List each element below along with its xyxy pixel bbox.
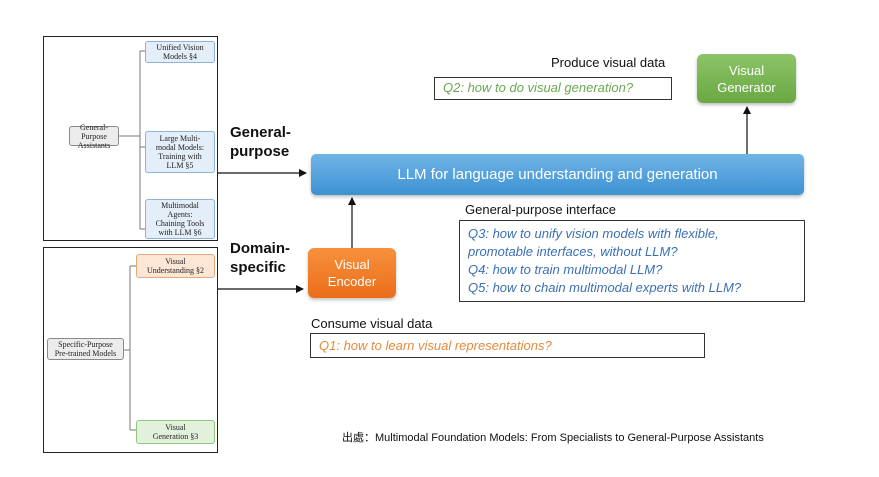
visual-generation-node: Visual Generation §3 bbox=[136, 420, 215, 444]
q1-box: Q1: how to learn visual representations? bbox=[310, 333, 705, 358]
unified-vision-models-node: Unified Vision Models §4 bbox=[145, 41, 215, 63]
q5-line: Q5: how to chain multimodal experts with… bbox=[468, 280, 742, 295]
llm-label: LLM for language understanding and gener… bbox=[397, 166, 718, 183]
q3-line-2: promotable interfaces, without LLM? bbox=[468, 244, 678, 259]
q1-text: Q1: how to learn visual representations? bbox=[319, 338, 552, 353]
llm-box: LLM for language understanding and gener… bbox=[311, 154, 804, 195]
specific-purpose-models-node: Specific-Purpose Pre-trained Models bbox=[47, 338, 124, 360]
specific-tree-connectors bbox=[122, 265, 136, 431]
visual-encoder-box: Visual Encoder bbox=[308, 248, 396, 298]
visual-generator-box: Visual Generator bbox=[697, 54, 796, 103]
consume-visual-data-label: Consume visual data bbox=[311, 316, 433, 331]
interface-questions-box: Q3: how to unify vision models with flex… bbox=[459, 220, 805, 302]
domain-specific-label: Domain- specific bbox=[230, 240, 290, 276]
specific-purpose-tree-panel: Specific-Purpose Pre-trained Models Visu… bbox=[43, 247, 218, 453]
general-purpose-interface-label: General-purpose interface bbox=[465, 202, 617, 217]
q2-text: Q2: how to do visual generation? bbox=[443, 80, 634, 95]
visual-understanding-node: Visual Understanding §2 bbox=[136, 254, 215, 278]
q2-box: Q2: how to do visual generation? bbox=[434, 77, 672, 100]
general-purpose-label: General- purpose bbox=[230, 124, 291, 160]
source-caption: 出處：Multimodal Foundation Models: From Sp… bbox=[342, 432, 764, 444]
q4-line: Q4: how to train multimodal LLM? bbox=[468, 262, 663, 277]
multimodal-agents-node: Multimodal Agents: Chaining Tools with L… bbox=[145, 199, 215, 239]
general-purpose-assistants-node: General-Purpose Assistants bbox=[69, 123, 119, 150]
produce-visual-data-label: Produce visual data bbox=[551, 55, 666, 70]
large-multimodal-models-node: Large Multi- modal Models: Training with… bbox=[145, 131, 215, 173]
general-purpose-tree-panel: General-Purpose Assistants Unified Visio… bbox=[43, 36, 218, 241]
q3-line-1: Q3: how to unify vision models with flex… bbox=[468, 226, 719, 241]
